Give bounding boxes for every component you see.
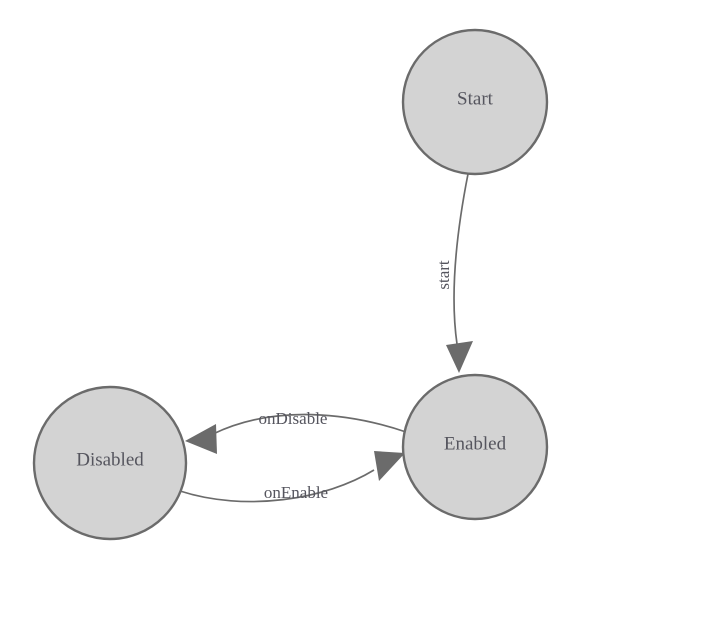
node-disabled-circle <box>32 385 188 541</box>
edge-disabled-to-enabled[interactable] <box>179 451 405 503</box>
node-enabled-label: Enabled <box>444 433 507 454</box>
edge-enabled-to-disabled-arrowhead <box>185 424 217 454</box>
edge-start-to-enabled-arrowhead <box>446 341 473 373</box>
edge-disabled-to-enabled-line <box>179 469 375 503</box>
edge-enabled-to-disabled[interactable] <box>185 413 407 454</box>
node-start-circle <box>401 28 549 176</box>
node-start-label: Start <box>457 88 494 109</box>
node-disabled[interactable]: Disabled <box>32 385 188 541</box>
edge-start-to-enabled[interactable] <box>446 173 473 373</box>
node-enabled-circle <box>401 373 549 521</box>
edge-label-on-enable: onEnable <box>264 483 328 502</box>
node-start[interactable]: Start <box>401 28 549 176</box>
edge-start-to-enabled-line <box>453 173 469 345</box>
edge-disabled-to-enabled-arrowhead <box>374 451 405 481</box>
edge-label-on-disable: onDisable <box>259 409 328 428</box>
node-disabled-label: Disabled <box>76 449 144 470</box>
node-enabled[interactable]: Enabled <box>401 373 549 521</box>
edge-label-start: start <box>434 260 453 290</box>
edge-enabled-to-disabled-line <box>212 413 407 435</box>
